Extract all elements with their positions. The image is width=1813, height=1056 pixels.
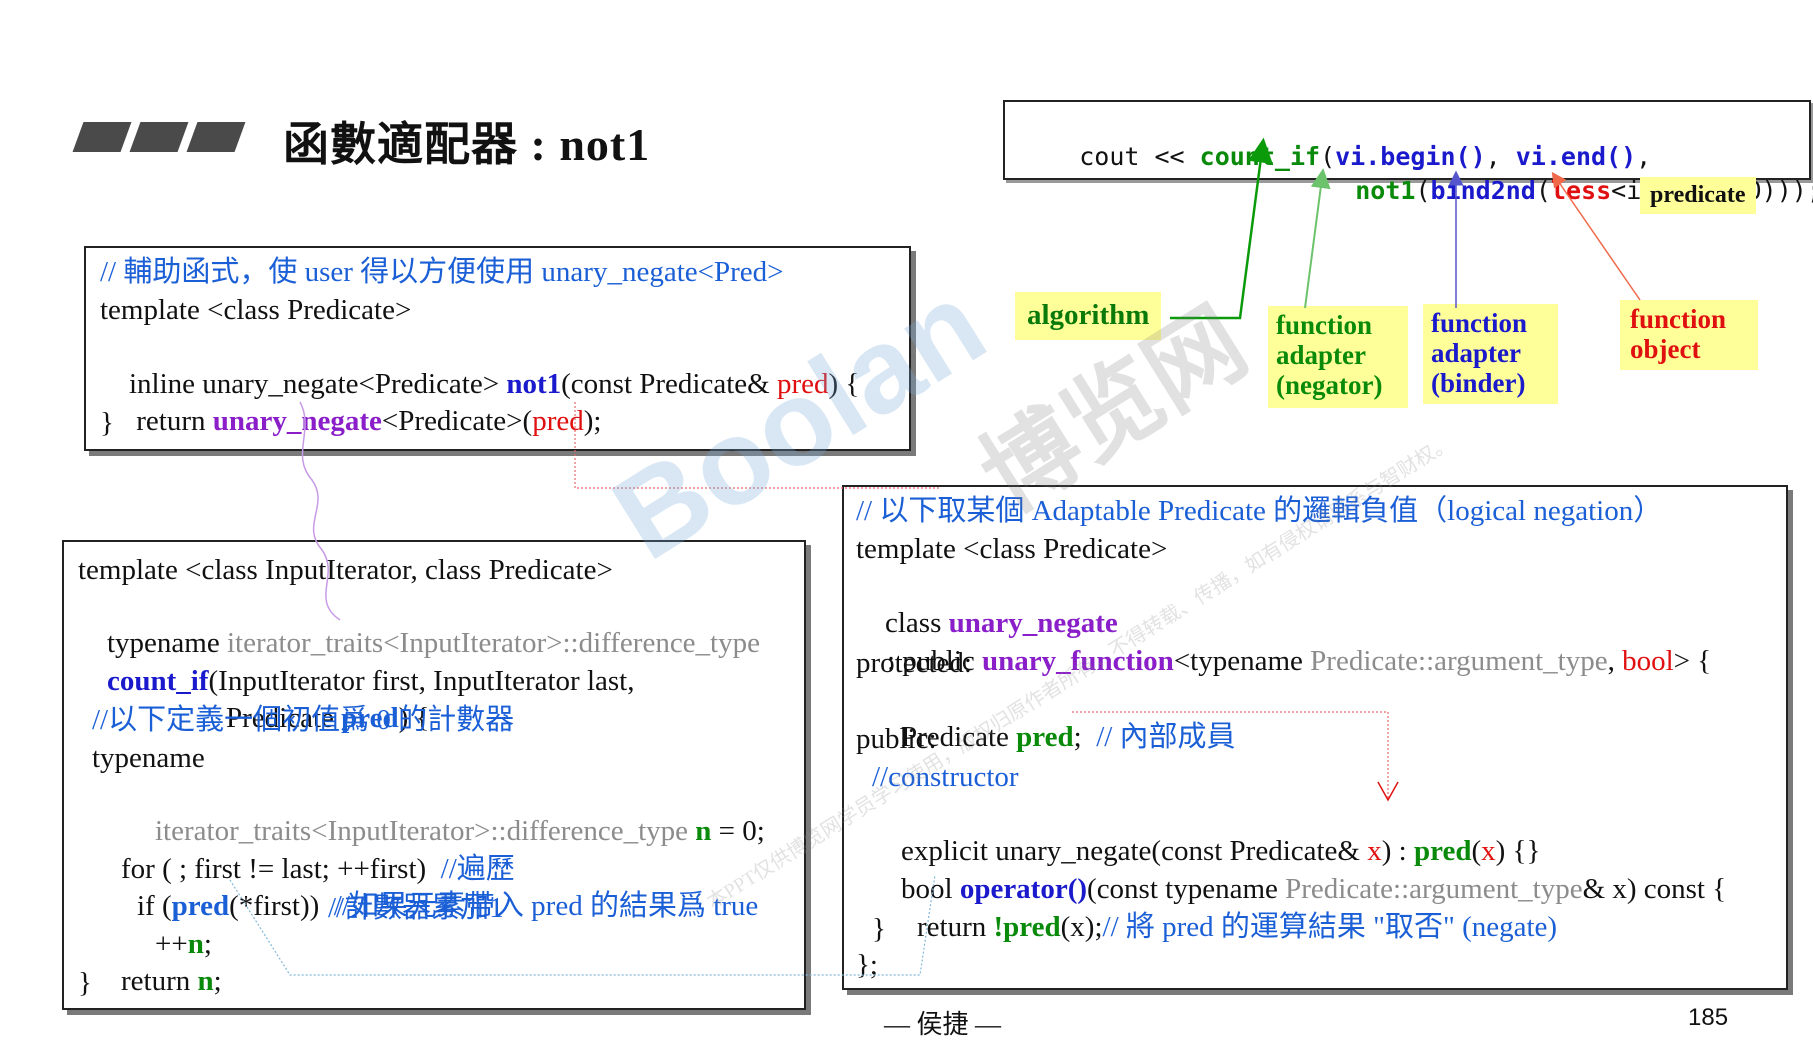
unary-negate-constructor-comment: //constructor <box>872 761 1019 793</box>
title-bar-decoration-3 <box>186 122 246 152</box>
count-if-counter-decl: iterator_traits<InputIterator>::differen… <box>155 815 765 847</box>
count-if-comment-increment: //計數器累加1 <box>328 892 504 924</box>
not1-return: return unary_negate<Predicate>(pred); <box>129 405 602 437</box>
footer-author: — 侯捷 — <box>884 1010 1002 1039</box>
count-if-signature: count_if(InputIterator first, InputItera… <box>107 665 635 697</box>
unary-negate-template: template <class Predicate> <box>856 533 1168 565</box>
not1-code-box: // 輔助函式，使 user 得以方便使用 unary_negate<Pred>… <box>84 246 911 451</box>
label-algorithm: algorithm <box>1015 292 1162 340</box>
page-title: 函數適配器 : not1 <box>283 119 651 170</box>
count-if-comment-counter: //以下定義一個初值爲 0 的計數器 <box>92 704 515 736</box>
unary-negate-class-close: }; <box>856 949 878 981</box>
label-function-adapter-binder: function adapter (binder) <box>1423 304 1558 404</box>
title-bar-decoration-2 <box>129 122 189 152</box>
unary-negate-base: : public unary_function<typename Predica… <box>887 645 1712 677</box>
not1-template: template <class Predicate> <box>100 294 412 326</box>
count-if-close: } <box>78 967 92 999</box>
unary-negate-operator-close: } <box>872 913 886 945</box>
unary-negate-return: return !pred(x);// 將 pred 的運算結果 "取否" (ne… <box>917 911 1558 943</box>
label-predicate: predicate <box>1640 177 1756 214</box>
not1-close: } <box>100 407 114 439</box>
unary-negate-class: class unary_negate <box>885 607 1118 639</box>
usage-code-box: cout << count_if(vi.begin(), vi.end(), n… <box>1003 100 1813 205</box>
count-if-return-type: typename iterator_traits<InputIterator>:… <box>107 627 760 659</box>
count-if-typename: typename <box>92 742 205 774</box>
not1-signature: inline unary_negate<Predicate> not1(cons… <box>129 368 860 400</box>
usage-line-1: cout << count_if(vi.begin(), vi.end(), <box>1079 142 1652 171</box>
label-function-object: function object <box>1620 300 1758 370</box>
count-if-param-pred: Predicate pred) { <box>226 702 430 734</box>
count-if-increment: ++n; <box>155 928 212 960</box>
unary-negate-constructor: explicit unary_negate(const Predicate& x… <box>901 835 1541 867</box>
title-bar-decoration-1 <box>72 122 132 152</box>
not1-comment: // 輔助函式，使 user 得以方便使用 unary_negate<Pred> <box>100 256 784 288</box>
label-function-adapter-negator: function adapter (negator) <box>1268 306 1408 408</box>
page-number: 185 <box>1688 1004 1729 1031</box>
count-if-code-box: template <class InputIterator, class Pre… <box>62 540 806 1010</box>
count-if-template: template <class InputIterator, class Pre… <box>78 554 613 586</box>
count-if-return: return n; <box>121 965 222 997</box>
unary-negate-comment: // 以下取某個 Adaptable Predicate 的邏輯負值（logic… <box>856 495 1663 527</box>
unary-negate-protected: protected: <box>856 647 972 679</box>
unary-negate-public: public: <box>856 723 937 755</box>
